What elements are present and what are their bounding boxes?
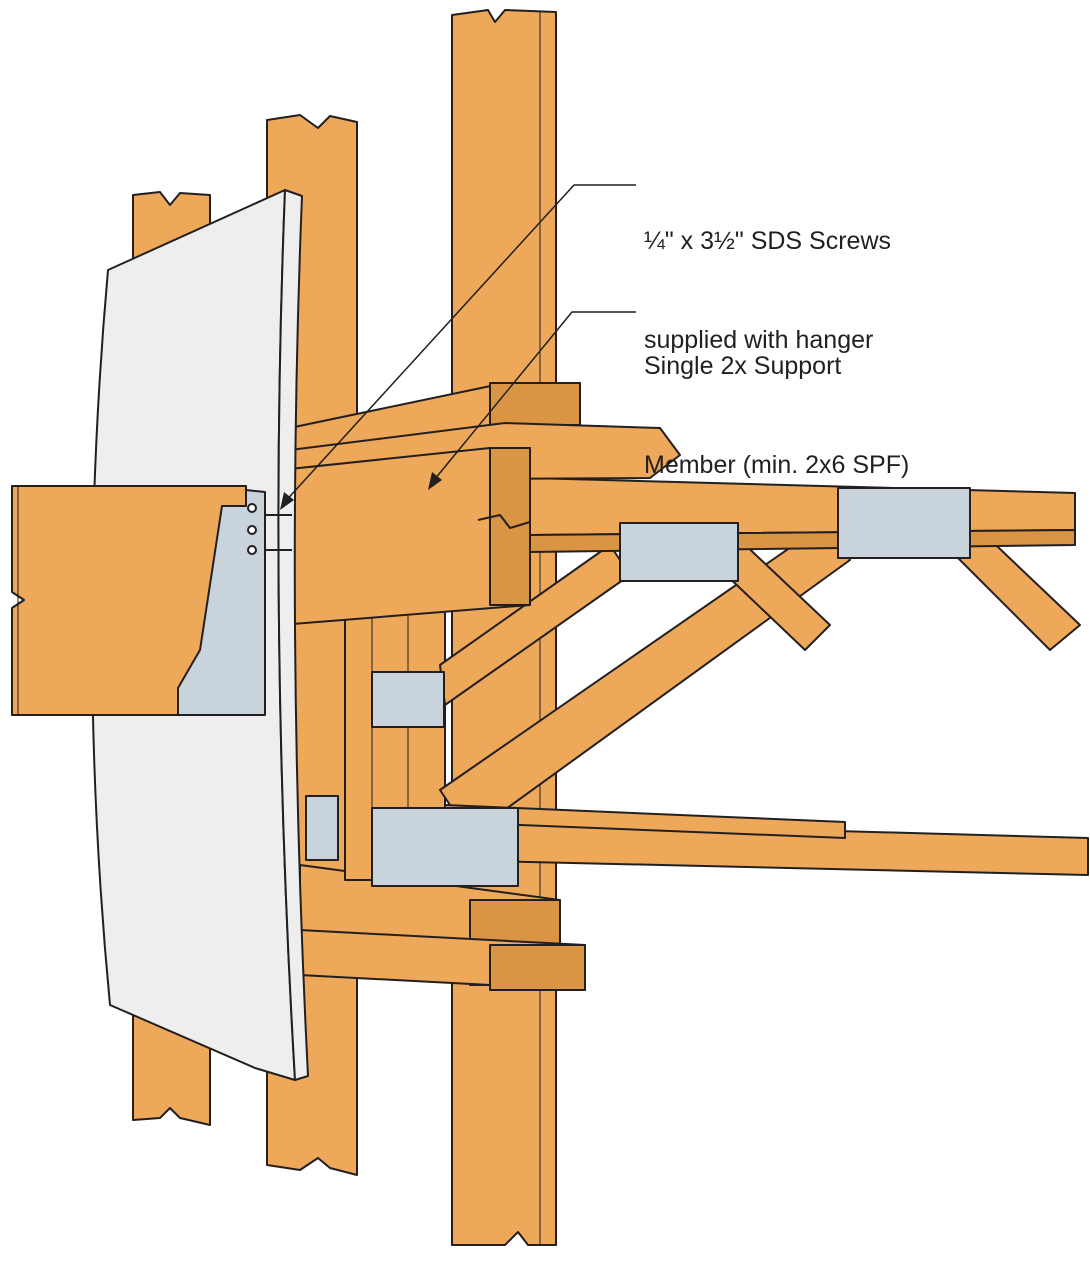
callout-sds-screws: ¼" x 3½" SDS Screws supplied with hanger xyxy=(644,159,891,390)
callout-sds-screws-line1: ¼" x 3½" SDS Screws xyxy=(644,227,891,255)
truss-plate-bottom xyxy=(371,807,519,887)
truss-plate-top-center xyxy=(619,522,739,582)
truss-plate-post xyxy=(371,671,445,728)
truss-plate-bottom-left xyxy=(305,795,339,861)
callout-support-member-line2: Member (min. 2x6 SPF) xyxy=(644,451,910,479)
callout-sds-screws-line2: supplied with hanger xyxy=(644,326,874,354)
drywall-edge xyxy=(277,189,309,1081)
sds-screw-upper xyxy=(247,503,257,513)
top-plate-end xyxy=(489,382,581,426)
callout-support-member: Single 2x Support Member (min. 2x6 SPF) xyxy=(644,284,909,515)
joist-hanger xyxy=(177,489,266,716)
sds-screw-lower xyxy=(247,545,257,555)
callout-arrow-support xyxy=(428,472,442,490)
callout-leader-support xyxy=(429,311,636,486)
sds-screw-middle xyxy=(247,525,257,535)
callout-arrow-screws xyxy=(280,492,294,510)
callout-leader-screws xyxy=(281,184,636,506)
callout-support-member-line1: Single 2x Support xyxy=(644,352,842,380)
truss-plate-top-right xyxy=(837,487,971,559)
